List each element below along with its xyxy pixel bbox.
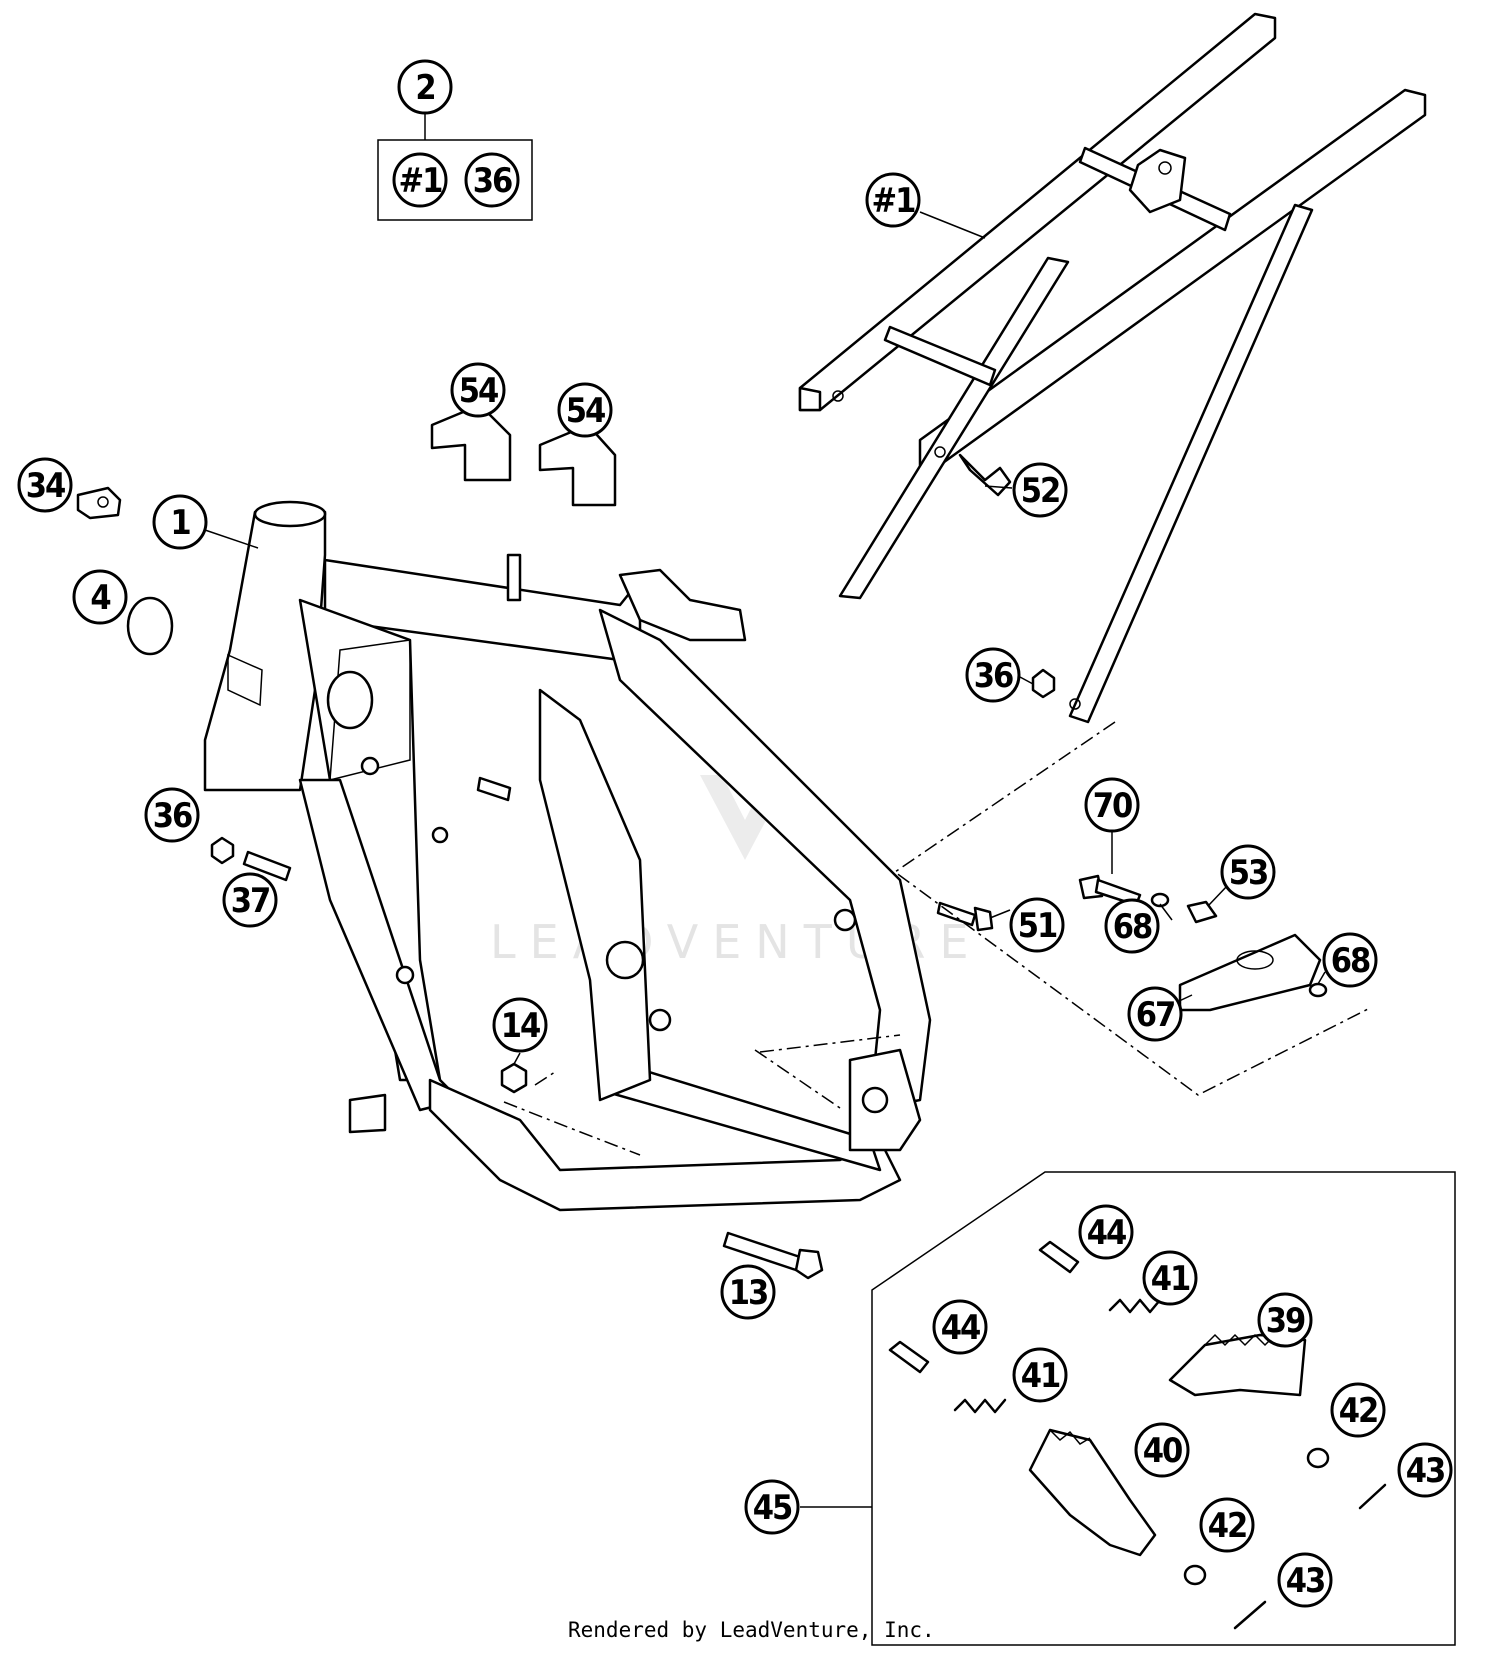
group-item-36[interactable]: 36 [464,152,520,208]
callout-36b[interactable]: 36 [144,787,200,843]
callout-2-label: 2 [415,68,434,108]
callout-34[interactable]: 34 [17,457,73,513]
callout-70-label: 70 [1093,786,1132,826]
callout-frame-sub[interactable]: #1 [865,172,921,228]
callout-40-label: 40 [1143,1431,1182,1471]
callout-42a[interactable]: 42 [1330,1382,1386,1438]
callout-42b-label: 42 [1208,1506,1247,1546]
callout-44a-label: 44 [1087,1213,1126,1253]
subframe-drawing [798,12,1427,724]
callout-36b-label: 36 [153,796,192,836]
callout-45[interactable]: 45 [744,1479,800,1535]
callout-36a-label: 36 [974,656,1013,696]
callout-53[interactable]: 53 [1220,844,1276,900]
callout-1[interactable]: 1 [152,494,208,550]
callout-13-label: 13 [729,1273,768,1313]
callout-41a[interactable]: 41 [1142,1250,1198,1306]
callout-44b[interactable]: 44 [932,1299,988,1355]
callout-51[interactable]: 51 [1009,897,1065,953]
callout-1-label: 1 [170,503,190,543]
callout-68a[interactable]: 68 [1104,898,1160,954]
callout-34-label: 34 [26,466,65,506]
callout-42b[interactable]: 42 [1199,1497,1255,1553]
callout-43b[interactable]: 43 [1277,1552,1333,1608]
group-item-frame-sub-label: #1 [399,161,443,201]
callout-4[interactable]: 4 [72,569,128,625]
callout-14-label: 14 [501,1006,540,1046]
callout-4-label: 4 [90,578,110,618]
callout-41b-label: 41 [1021,1356,1060,1396]
callout-37-label: 37 [231,881,270,921]
callout-2[interactable]: 2 [397,59,453,115]
callout-42a-label: 42 [1339,1391,1378,1431]
group-box-2 [377,112,533,221]
footpeg-kit-box [800,1171,1456,1646]
callout-14[interactable]: 14 [492,997,548,1053]
callout-54a-label: 54 [459,371,498,411]
callout-44b-label: 44 [941,1308,980,1348]
callout-45-label: 45 [753,1488,792,1528]
callout-54b[interactable]: 54 [557,382,613,438]
small-parts-drawing [76,403,1328,1012]
callout-51-label: 51 [1018,906,1057,946]
callout-67[interactable]: 67 [1127,986,1183,1042]
callout-53-label: 53 [1229,853,1268,893]
render-credit: Rendered by LeadVenture, Inc. [568,1618,935,1642]
main-frame-drawing [203,500,994,1280]
callout-44a[interactable]: 44 [1078,1204,1134,1260]
callout-41b[interactable]: 41 [1012,1347,1068,1403]
callout-52-label: 52 [1021,471,1060,511]
callout-36a[interactable]: 36 [965,647,1021,703]
callout-68b[interactable]: 68 [1322,932,1378,988]
callout-frame-sub-label: #1 [872,181,916,221]
group-item-36-label: 36 [473,161,512,201]
callout-70[interactable]: 70 [1084,777,1140,833]
callout-39-label: 39 [1266,1301,1305,1341]
callout-52[interactable]: 52 [1012,462,1068,518]
callout-43a[interactable]: 43 [1397,1442,1453,1498]
assembly-lines [503,721,1371,1156]
callout-40[interactable]: 40 [1134,1422,1190,1478]
callout-37[interactable]: 37 [222,872,278,928]
callout-13[interactable]: 13 [720,1264,776,1320]
callout-39[interactable]: 39 [1257,1292,1313,1348]
callout-43a-label: 43 [1406,1451,1445,1491]
callout-41a-label: 41 [1151,1259,1190,1299]
callout-67-label: 67 [1136,995,1175,1035]
callout-54b-label: 54 [566,391,605,431]
group-item-frame-sub[interactable]: #1 [392,152,448,208]
callout-68b-label: 68 [1331,941,1370,981]
callout-43b-label: 43 [1286,1561,1325,1601]
callout-54a[interactable]: 54 [450,362,506,418]
callout-68a-label: 68 [1113,907,1152,947]
